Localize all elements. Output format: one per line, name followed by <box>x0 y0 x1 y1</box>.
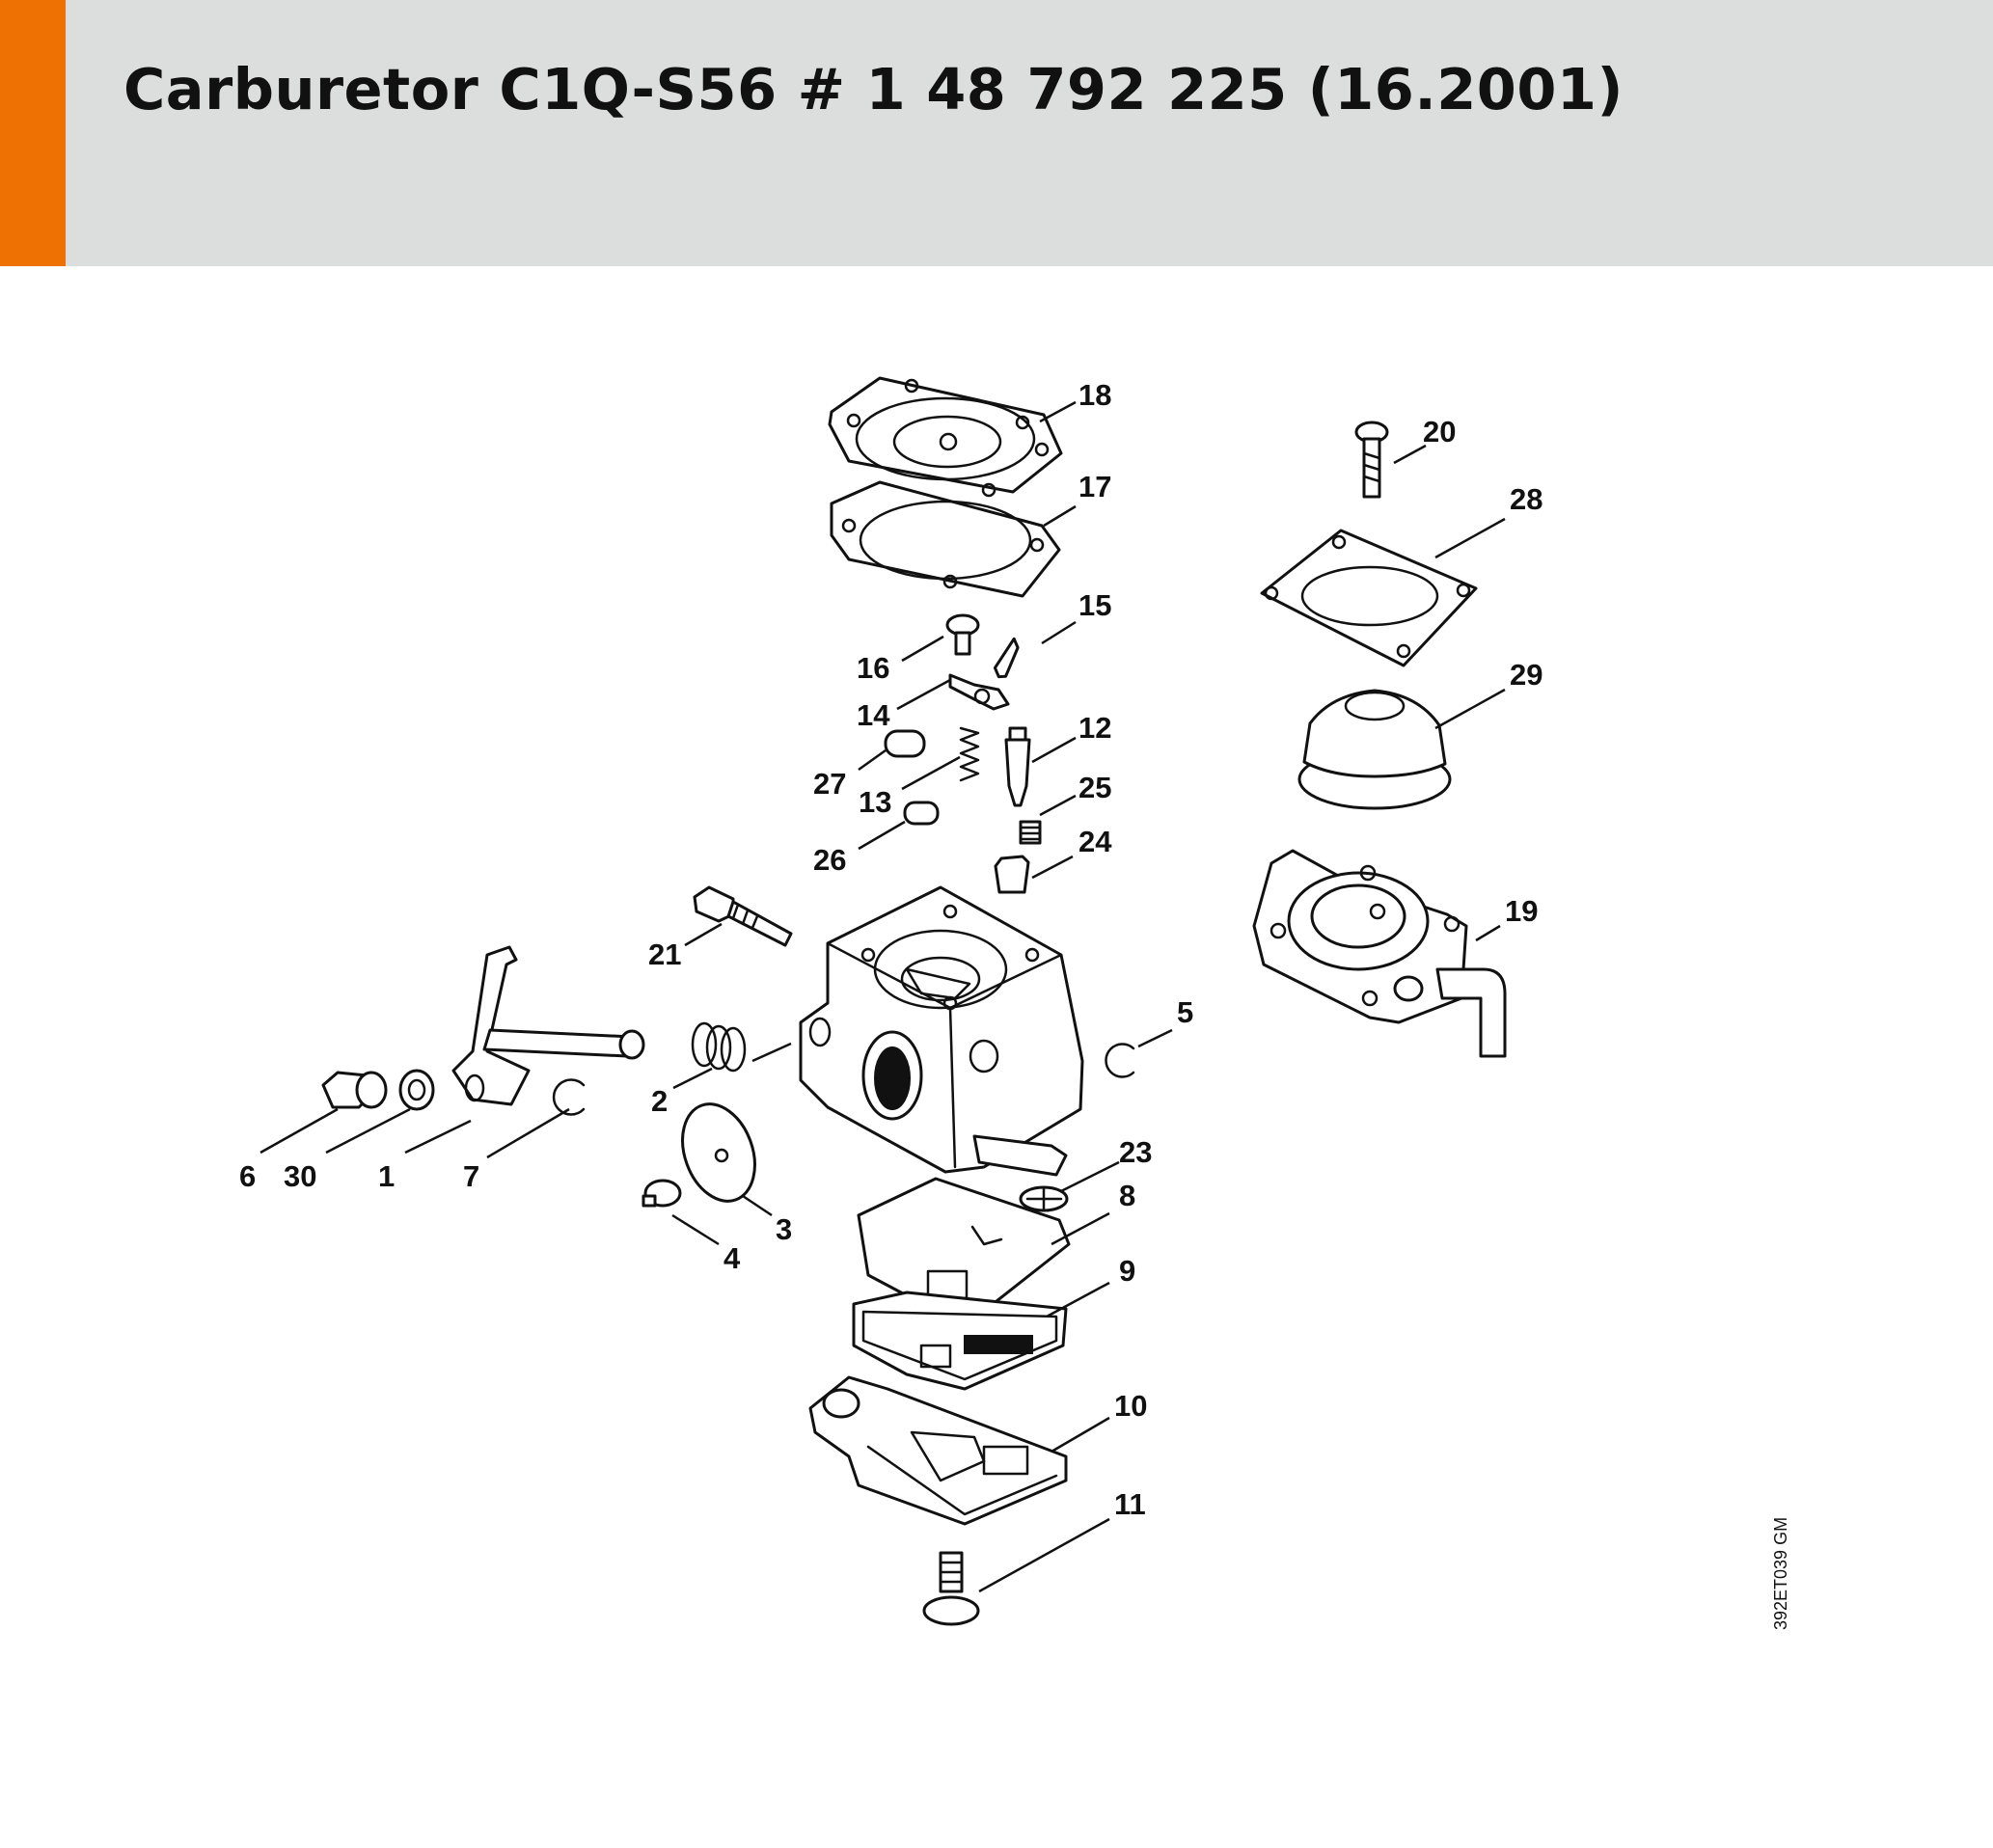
part-28-gasket <box>1260 529 1478 667</box>
callout-15: 15 <box>1078 588 1111 622</box>
callout-5: 5 <box>1177 995 1193 1029</box>
part-20-screw <box>1354 421 1389 499</box>
part-26-plug <box>903 801 940 826</box>
part-3-throttle-plate <box>681 1102 756 1203</box>
part-15-pin <box>993 637 1020 679</box>
part-4-screw <box>642 1179 682 1208</box>
part-11-screw <box>922 1551 980 1626</box>
part-29-primer-bulb <box>1297 689 1452 810</box>
part-27-plug <box>884 729 926 758</box>
page-title: Carburetor C1Q-S56 # 1 48 792 225 (16.20… <box>123 56 1624 122</box>
part-18-diaphragm <box>828 376 1063 498</box>
part-10-end-cover <box>808 1375 1068 1526</box>
part-5-e-clip <box>1105 1043 1135 1078</box>
leader-lines <box>259 400 1506 1593</box>
callout-18: 18 <box>1078 378 1111 412</box>
callout-7: 7 <box>463 1159 479 1193</box>
part-9-gasket <box>852 1291 1068 1391</box>
callout-23: 23 <box>1119 1135 1152 1169</box>
part-7-e-clip <box>552 1078 586 1116</box>
part-16-screw <box>945 613 980 656</box>
callout-28: 28 <box>1510 482 1543 516</box>
part-30-washer <box>398 1069 435 1111</box>
callout-20: 20 <box>1423 415 1456 448</box>
callout-13: 13 <box>859 785 891 819</box>
part-23-strainer <box>1019 1185 1069 1212</box>
part-1-throttle-shaft <box>451 945 645 1106</box>
callout-labels: 18 17 15 16 14 12 27 13 25 26 24 21 5 2 … <box>239 378 1543 1521</box>
part-19-pump-housing <box>1252 849 1507 1058</box>
part-12-inlet-needle <box>1004 726 1031 807</box>
page-header <box>0 0 1993 266</box>
brand-accent-bar <box>0 0 66 266</box>
callout-9: 9 <box>1119 1254 1135 1288</box>
part-25-screen <box>1019 820 1042 845</box>
part-2-spring <box>691 1021 747 1073</box>
callout-3: 3 <box>776 1212 792 1246</box>
part-6-nipple <box>321 1071 388 1109</box>
callout-6: 6 <box>239 1159 256 1193</box>
callout-2: 2 <box>651 1084 668 1118</box>
callout-4: 4 <box>723 1241 741 1275</box>
callout-24: 24 <box>1078 825 1112 858</box>
callout-21: 21 <box>648 938 681 971</box>
callout-14: 14 <box>857 698 890 732</box>
part-14-lever <box>948 673 1010 711</box>
part-17-gasket <box>830 480 1061 598</box>
drawing-code: 392ET039 GM <box>1771 1516 1790 1630</box>
callout-27: 27 <box>813 767 846 801</box>
callout-19: 19 <box>1505 894 1538 928</box>
part-24-bushing <box>994 855 1030 894</box>
part-21-adjusting-screw <box>693 885 793 947</box>
callout-16: 16 <box>857 651 889 685</box>
callout-11: 11 <box>1114 1487 1146 1521</box>
callout-8: 8 <box>1119 1179 1135 1212</box>
callout-29: 29 <box>1510 658 1543 692</box>
callout-10: 10 <box>1114 1389 1147 1423</box>
callout-17: 17 <box>1078 470 1111 503</box>
part-13-spring <box>959 726 980 782</box>
callout-12: 12 <box>1078 711 1111 745</box>
callout-30: 30 <box>284 1159 316 1193</box>
callout-1: 1 <box>378 1159 395 1193</box>
part-carburetor-body <box>799 885 1084 1177</box>
callout-26: 26 <box>813 843 846 877</box>
callout-25: 25 <box>1078 771 1111 804</box>
